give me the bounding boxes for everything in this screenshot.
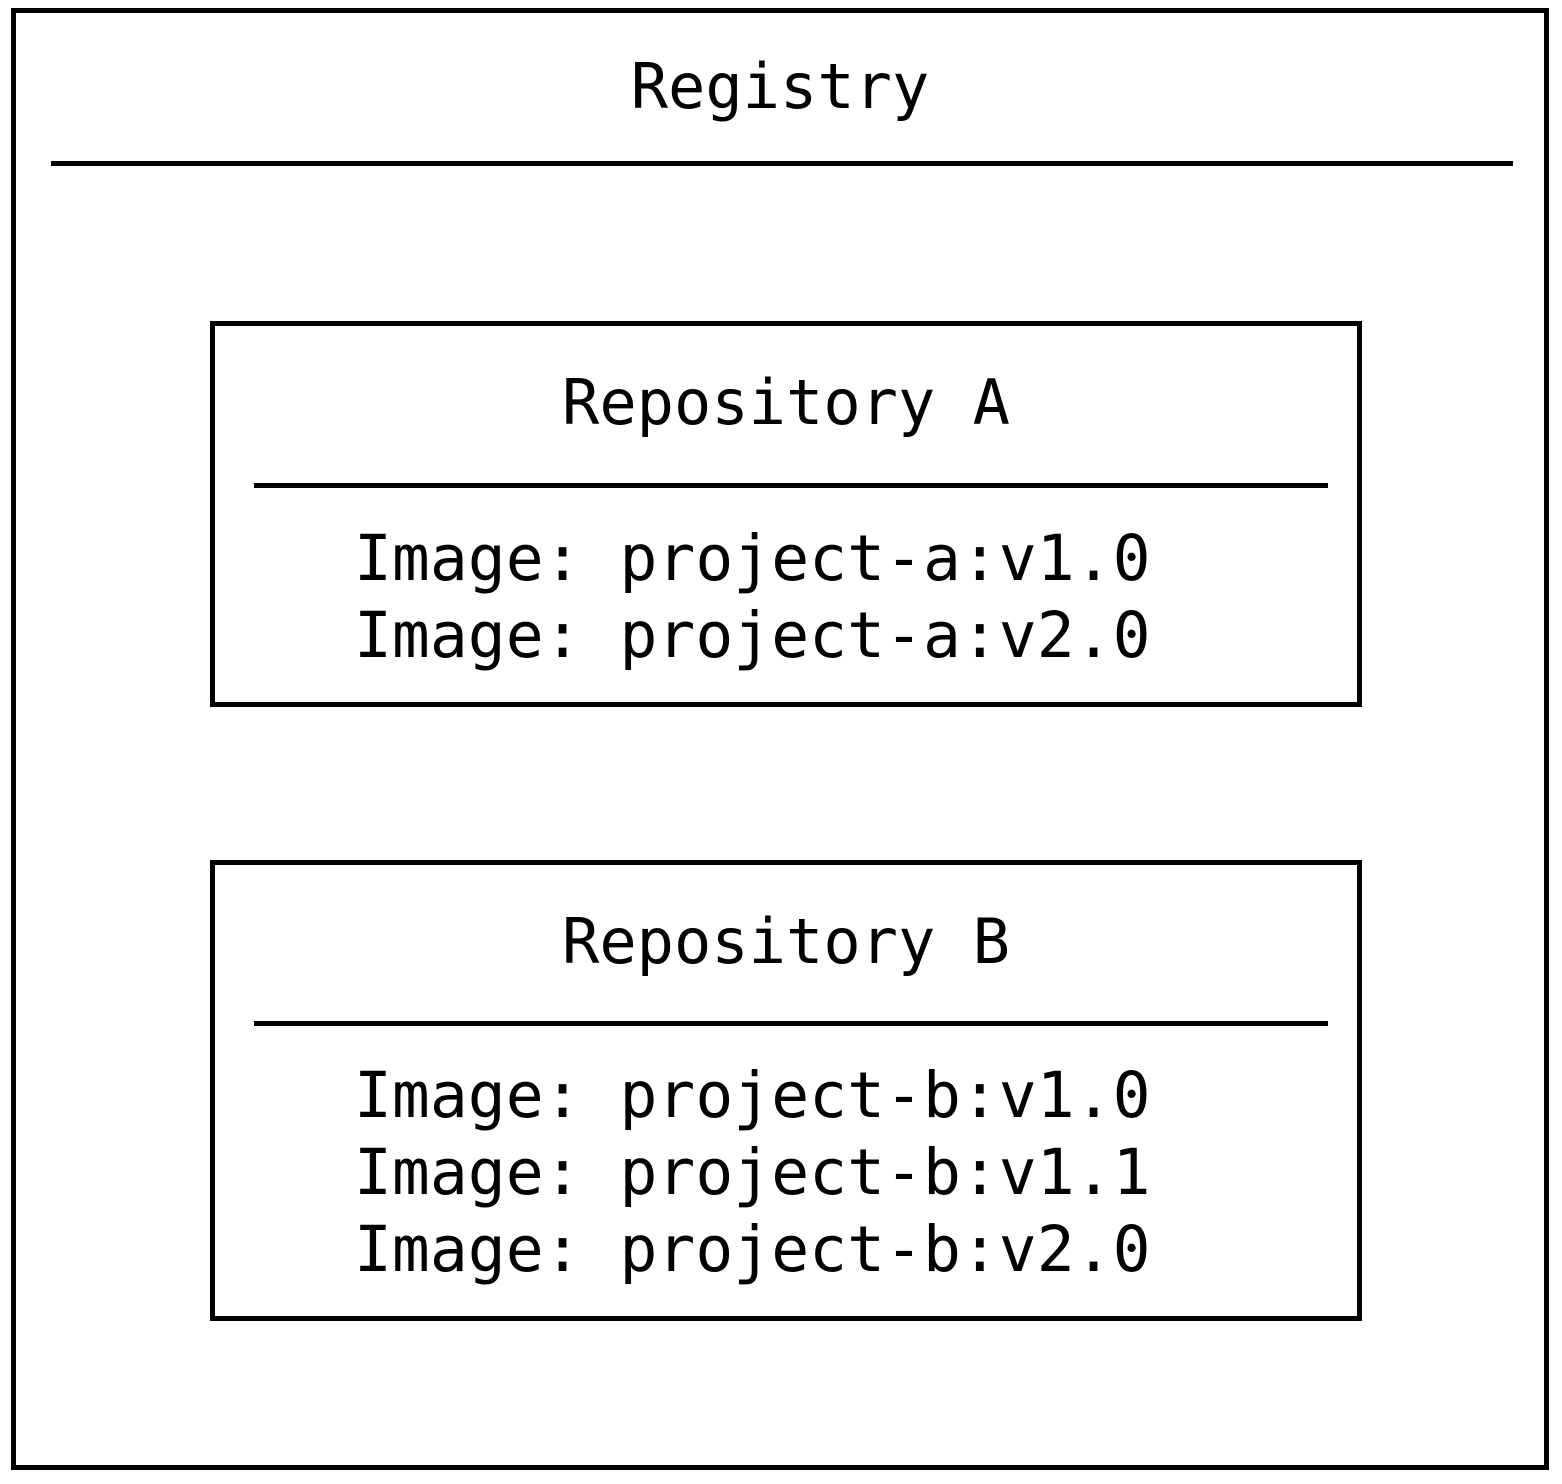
- repository-a-image-list: Image: project-a:v1.0 Image: project-a:v…: [354, 520, 1151, 674]
- list-item: Image: project-a:v1.0: [354, 522, 1151, 595]
- list-item: Image: project-b:v1.1: [354, 1136, 1151, 1209]
- repository-a-title: Repository A: [562, 366, 1010, 439]
- repository-card-b: Repository B Image: project-b:v1.0 Image…: [210, 860, 1362, 1321]
- list-item: Image: project-a:v2.0: [354, 599, 1151, 672]
- repository-b-divider: [254, 1021, 1328, 1026]
- repository-b-image-list: Image: project-b:v1.0 Image: project-b:v…: [354, 1057, 1151, 1288]
- repository-card-a: Repository A Image: project-a:v1.0 Image…: [210, 321, 1362, 707]
- repository-b-title: Repository B: [562, 905, 1010, 978]
- registry-title: Registry: [630, 50, 930, 123]
- list-item: Image: project-b:v1.0: [354, 1059, 1151, 1132]
- registry-container: Registry Repository A Image: project-a:v…: [11, 8, 1549, 1470]
- registry-title-divider: [51, 161, 1513, 166]
- repository-a-divider: [254, 483, 1328, 488]
- list-item: Image: project-b:v2.0: [354, 1213, 1151, 1286]
